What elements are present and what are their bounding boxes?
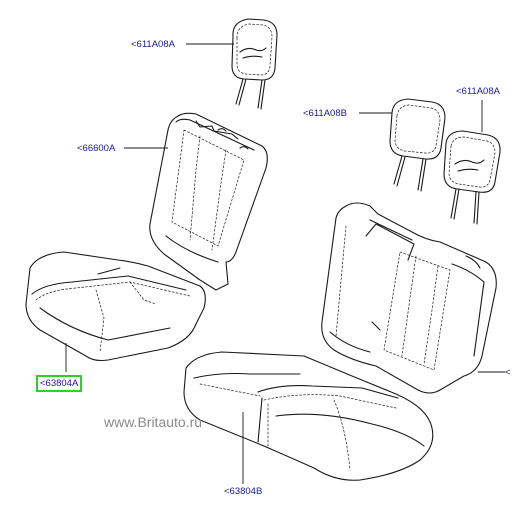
callout-rear-backrest[interactable]: < bbox=[505, 367, 511, 378]
callout-headrest-rear-right[interactable]: <611A08A bbox=[456, 86, 500, 97]
rear-backrest[interactable] bbox=[321, 202, 497, 394]
callout-headrest-rear-left[interactable]: <611A08B bbox=[303, 108, 347, 119]
rear-left-headrest[interactable] bbox=[389, 98, 446, 192]
watermark: www.Britauto.ru bbox=[104, 414, 203, 430]
callout-front-cushion[interactable]: <63804A bbox=[36, 375, 83, 392]
callout-headrest-front[interactable]: <611A08A bbox=[131, 39, 175, 50]
rear-right-headrest[interactable] bbox=[443, 130, 501, 225]
front-headrest[interactable] bbox=[231, 18, 278, 110]
callout-front-backrest[interactable]: <66600A bbox=[77, 143, 116, 154]
callout-rear-cushion[interactable]: <63804B bbox=[224, 486, 263, 497]
leader-lines bbox=[65, 43, 505, 484]
front-cushion[interactable] bbox=[25, 251, 206, 362]
rear-cushion[interactable] bbox=[183, 351, 434, 481]
front-backrest[interactable] bbox=[149, 112, 268, 291]
